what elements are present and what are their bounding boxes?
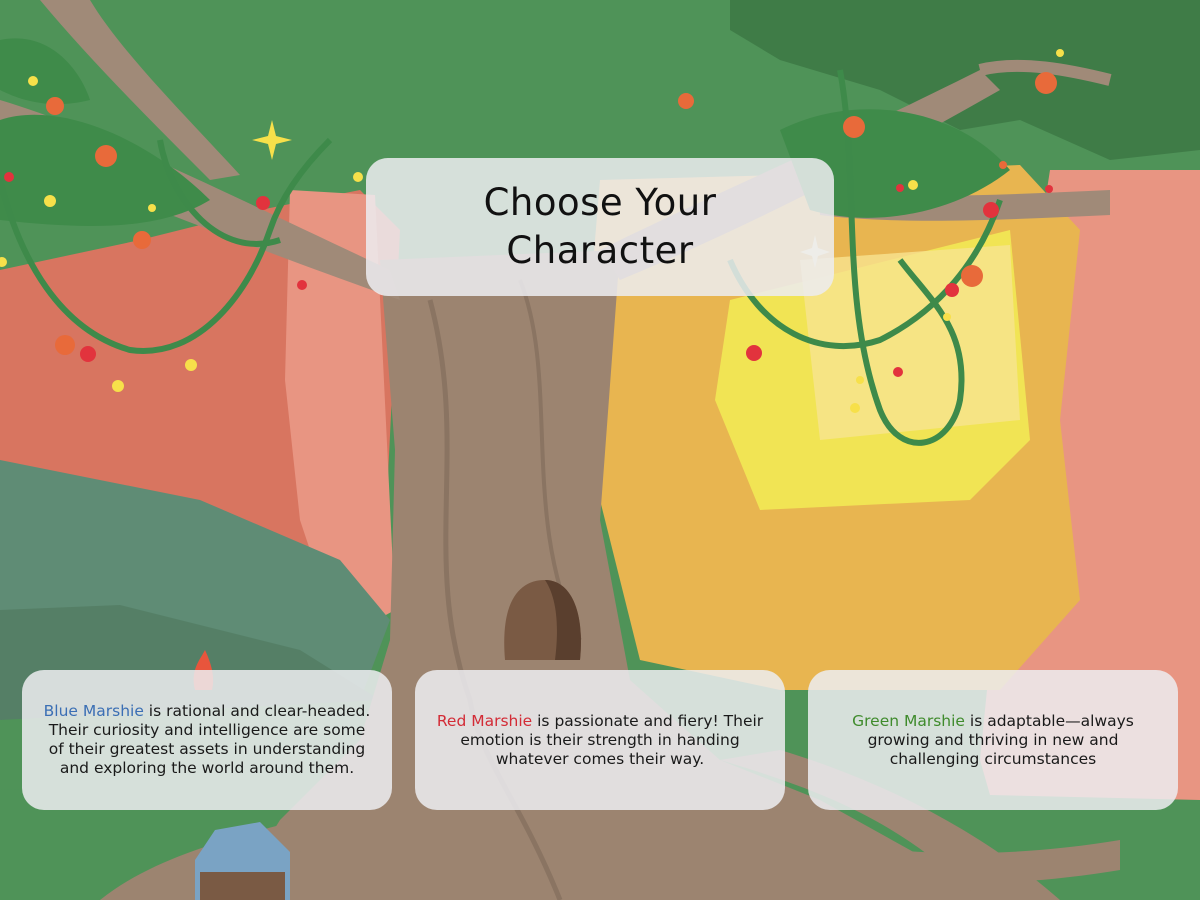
character-description-green: Green Marshie is adaptable—always growin… (826, 712, 1160, 769)
page-title: Choose Your Character (483, 181, 717, 272)
character-text-blue: is rational and clear-headed. Their curi… (48, 702, 371, 777)
character-text-green: is adaptable—always growing and thriving… (867, 711, 1134, 768)
character-description-red: Red Marshie is passionate and fiery! The… (433, 712, 767, 769)
character-name-blue: Blue Marshie (43, 702, 144, 720)
character-name-red: Red Marshie (436, 711, 533, 730)
character-name-green: Green Marshie (852, 711, 965, 730)
character-card-red[interactable]: Red Marshie is passionate and fiery! The… (415, 670, 785, 810)
character-card-blue[interactable]: Blue Marshie is rational and clear-heade… (22, 670, 392, 810)
character-description-blue: Blue Marshie is rational and clear-heade… (40, 702, 374, 778)
character-text-red: is passionate and fiery! Their emotion i… (460, 711, 764, 768)
character-card-green[interactable]: Green Marshie is adaptable—always growin… (808, 670, 1178, 810)
title-panel: Choose Your Character (366, 158, 834, 296)
